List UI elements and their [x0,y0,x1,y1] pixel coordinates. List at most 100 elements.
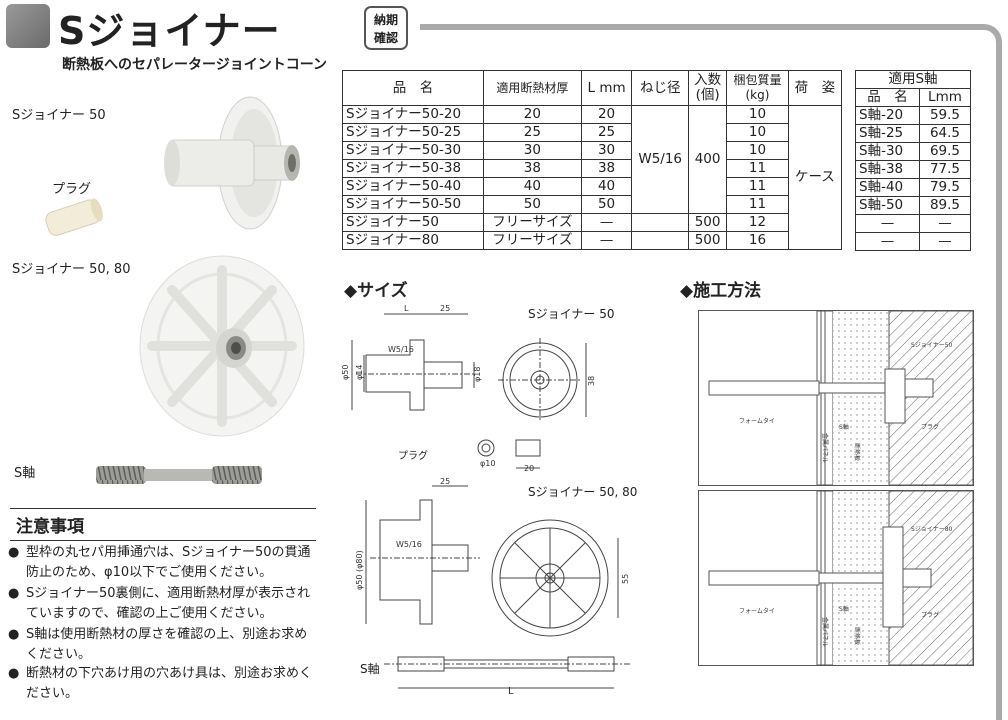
cell-l: — [580,213,633,232]
cell-l: 50 [580,195,633,214]
method-label-panel: 金属パネル [821,433,829,463]
cell-l: 25 [580,123,633,142]
cell-weight: 11 [726,159,789,178]
caution-item: ● 断熱材の下穴あけ用の穴あけ具は、別途お求めください。 [8,664,318,704]
method-label-joiner80: Sジョイナー80 [911,526,953,533]
cell-qty: 500 [688,231,728,250]
size-heading: ◆サイズ [344,281,408,301]
method-diagram-joiner50: Sジョイナー50 フォームタイ S軸 金属パネル 断熱板 プラグ [698,310,974,486]
dim-w516b: W5/16 [396,540,422,549]
method-label-plug: プラグ [921,423,939,431]
dim-L: L [404,304,409,313]
cell-thread: W5/16 [631,105,690,214]
cell-name: Sジョイナー50-30 [342,141,484,160]
cell-l: 77.5 [918,160,972,179]
method-label-insulation: 断熱板 [853,443,861,461]
dim-phi10: φ10 [480,459,495,468]
cell-l: — [918,214,972,233]
cell-thickness: フリーサイズ [483,213,582,232]
caution-text: 型枠の丸セパ用挿通穴は、Sジョイナー50の貫通防止のため、φ10以下でご使用くだ… [26,545,311,580]
table-row: Sジョイナー50-20 20 20 W5/16 400 10 ケース [342,105,843,250]
cell-l: 79.5 [918,178,972,197]
cell-qty: 500 [688,213,728,232]
method-label-s-shaft: S軸 [839,605,849,613]
cell-weight: 11 [726,177,789,196]
page-title: Sジョイナー [58,9,281,53]
dim-25b: 25 [440,477,450,486]
title-square-icon [6,4,50,48]
cell-l: 20 [580,105,633,124]
shaft-table-title: 適用S軸 [855,70,971,89]
cell-weight: 10 [726,123,789,142]
delivery-badge-line1: 納期 [373,13,398,27]
cell-thickness: フリーサイズ [483,231,582,250]
col-header: 品 名 [342,70,484,106]
cell-name: S軸-40 [855,178,920,197]
bullet-icon: ● [8,545,20,560]
label-plug: プラグ [52,182,92,197]
table-row: Sジョイナー50-25 25 25 10 [342,123,842,142]
cell-weight: 10 [726,141,789,160]
caution-divider [10,508,316,509]
table-row: Sジョイナー50-50 50 50 11 [342,195,842,214]
cell-name: Sジョイナー50-25 [342,123,484,142]
cell-name: Sジョイナー50-38 [342,159,484,178]
delivery-badge: 納期 確認 [364,6,408,50]
cell-l: 69.5 [918,142,972,161]
dim-w516: W5/16 [388,345,414,354]
dim-38: 38 [587,376,596,386]
cell-thread [631,231,690,250]
label-s-shaft: S軸 [14,466,36,481]
cell-name: Sジョイナー50-20 [342,105,484,124]
col-header: 品 名 [855,88,920,107]
cell-name: S軸-30 [855,142,920,161]
dim-phi50-80: φ50 (φ80) [355,550,364,590]
cell-name: — [855,232,920,251]
cell-thickness: 40 [483,177,582,196]
dim-25: 25 [440,304,450,313]
cell-l: — [918,232,972,251]
label-joiner5080: Sジョイナー 50, 80 [12,262,131,277]
cell-l: 59.5 [918,106,972,125]
method-label-insulation: 断熱板 [853,627,861,645]
method-label-joiner50: Sジョイナー50 [911,342,953,349]
method-label-form-tie: フォームタイ [739,417,775,425]
dim-phi50: φ50 [341,365,350,380]
cell-name: Sジョイナー50-40 [342,177,484,196]
spec-header-row: 品 名 適用断熱材厚 L mm ねじ径 入数 (個) 梱包質量 (kg) 荷 姿 [342,70,843,106]
cell-name: — [855,214,920,233]
col-header: 入数 (個) [688,70,728,106]
cell-thickness: 50 [483,195,582,214]
caution-item: ● 型枠の丸セパ用挿通穴は、Sジョイナー50の貫通防止のため、φ10以下でご使用… [8,543,318,583]
method-label-plug: プラグ [921,611,939,619]
cell-name: S軸-25 [855,124,920,143]
size-label-joiner50: Sジョイナー 50 [528,307,615,321]
col-header: L mm [580,70,633,106]
col-header: Lmm [918,88,972,107]
size-label-s-shaft: S軸 [360,662,380,676]
dim-L-shaft: L [508,686,514,697]
table-row: Sジョイナー50-38 38 38 11 [342,159,842,178]
bullet-icon: ● [8,586,20,601]
method-diagram-joiner80: Sジョイナー80 フォームタイ S軸 金属パネル 断熱板 プラグ [698,490,974,666]
caution-heading: 注意事項 [10,510,316,541]
cell-weight: 12 [726,213,789,232]
cell-weight: 10 [726,105,789,124]
cell-l: 89.5 [918,196,972,215]
cell-thread [631,213,690,232]
cell-qty: 400 [688,105,728,214]
method-label-form-tie: フォームタイ [739,607,775,615]
dim-phi14: φ14 [355,365,364,380]
cell-name: S軸-20 [855,106,920,125]
joiner50-photo [164,96,300,230]
shaft-header-row: 品 名 Lmm [855,88,972,107]
col-header: ねじ径 [631,70,690,106]
caution-item: ● Sジョイナー50裏側に、適用断熱材厚が表示されていますので、確認の上ご使用く… [8,584,318,624]
dim-55: 55 [621,574,630,584]
